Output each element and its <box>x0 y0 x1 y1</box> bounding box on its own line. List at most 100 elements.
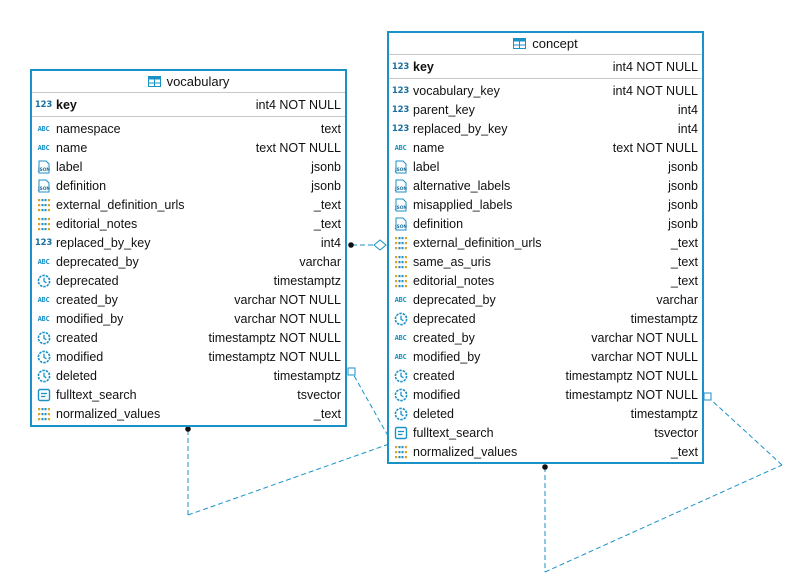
concept-self-relationship-line <box>707 396 783 466</box>
column-type: _text <box>670 444 698 459</box>
document-icon <box>392 426 409 440</box>
column-name: normalized_values <box>56 406 161 421</box>
json-icon: JSON <box>392 217 409 231</box>
clock-icon <box>392 388 409 402</box>
column-type: text NOT NULL <box>612 140 698 155</box>
numeric-icon: 123 <box>391 123 410 134</box>
column-type: timestamptz NOT NULL <box>208 349 341 364</box>
json-icon: JSON <box>392 179 409 193</box>
vocabulary-table-header[interactable]: vocabulary <box>32 71 345 93</box>
column-name: alternative_labels <box>413 178 511 193</box>
svg-text:JSON: JSON <box>37 167 50 173</box>
concept-table-header[interactable]: concept <box>389 33 702 55</box>
column-row[interactable]: same_as_uris_text <box>389 252 702 271</box>
column-name: definition <box>56 178 107 193</box>
column-type: timestamptz <box>273 368 341 383</box>
relationship-end-dot <box>185 426 191 432</box>
column-row[interactable]: created timestamptz NOT NULL <box>32 328 345 347</box>
svg-text:JSON: JSON <box>394 186 407 192</box>
column-row[interactable]: editorial_notes_text <box>32 214 345 233</box>
text-icon: ABC <box>394 352 407 361</box>
text-icon: ABC <box>37 295 50 304</box>
column-name: vocabulary_key <box>413 83 500 98</box>
array-icon <box>35 407 52 421</box>
numeric-icon: 123 <box>34 237 53 248</box>
column-type: jsonb <box>311 159 341 174</box>
column-type: timestamptz NOT NULL <box>565 368 698 383</box>
array-icon <box>392 236 409 250</box>
numeric-icon: 123 <box>391 104 410 115</box>
column-name: fulltext_search <box>413 425 494 440</box>
column-type: _text <box>670 273 698 288</box>
column-name: external_definition_urls <box>413 235 542 250</box>
primary-key-row[interactable]: 123 key int4 NOT NULL <box>32 95 345 114</box>
column-row[interactable]: external_definition_urls_text <box>32 195 345 214</box>
column-name: normalized_values <box>413 444 518 459</box>
primary-key-row[interactable]: 123 key int4 NOT NULL <box>389 57 702 76</box>
column-name: modified <box>413 387 461 402</box>
column-name: key <box>413 59 434 74</box>
relationship-end-square <box>347 367 356 376</box>
column-row[interactable]: created timestamptz NOT NULL <box>389 366 702 385</box>
column-name: created <box>56 330 98 345</box>
numeric-icon: 123 <box>391 61 410 72</box>
column-type: varchar <box>656 292 698 307</box>
column-name: fulltext_search <box>56 387 137 402</box>
column-name: deprecated_by <box>413 292 496 307</box>
column-row[interactable]: normalized_values _text <box>389 442 702 461</box>
text-icon: ABC <box>37 257 50 266</box>
column-type: jsonb <box>668 178 698 193</box>
column-type: int4 NOT NULL <box>612 83 698 98</box>
column-name: key <box>56 97 77 112</box>
text-icon: ABC <box>394 143 407 152</box>
column-name: created <box>413 368 455 383</box>
column-row[interactable]: editorial_notes_text <box>389 271 702 290</box>
column-type: _text <box>313 216 341 231</box>
text-icon: ABC <box>37 314 50 323</box>
column-type: tsvector <box>297 387 341 402</box>
text-icon: ABC <box>37 124 50 133</box>
column-type: timestamptz <box>630 406 698 421</box>
column-row[interactable]: normalized_values_text <box>32 404 345 423</box>
column-row[interactable]: JSON alternative_labels jsonb <box>389 176 702 195</box>
array-icon <box>392 255 409 269</box>
clock-icon <box>392 369 409 383</box>
column-name: name <box>413 140 445 155</box>
column-type: timestamptz NOT NULL <box>208 330 341 345</box>
vocabulary-table-title: vocabulary <box>166 74 230 89</box>
numeric-icon: 123 <box>34 99 53 110</box>
column-type: _text <box>313 197 341 212</box>
column-row[interactable]: external_definition_urls_text <box>389 233 702 252</box>
column-row[interactable]: fulltext_search tsvector <box>32 385 345 404</box>
column-row[interactable]: ABC name text NOT NULL <box>389 138 702 157</box>
